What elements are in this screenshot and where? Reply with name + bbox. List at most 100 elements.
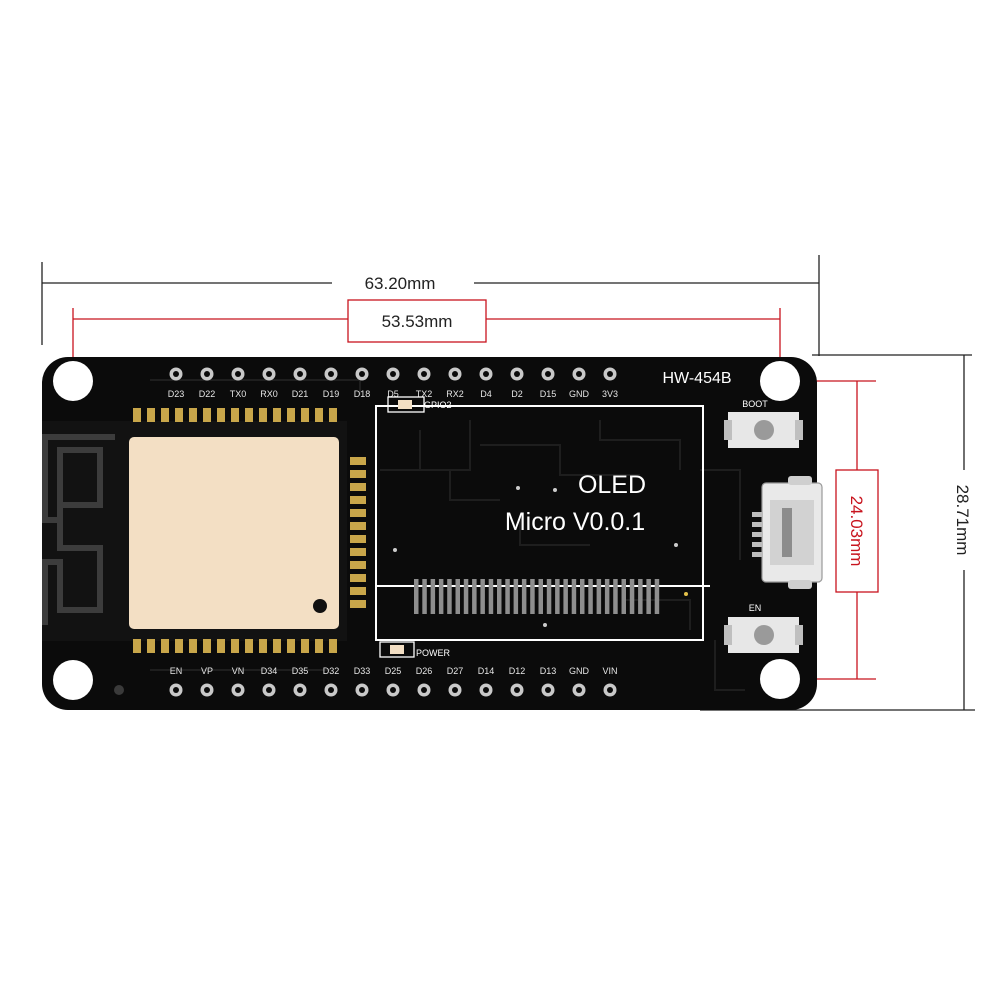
boot-button[interactable]: BOOT [724,399,803,448]
ribbon-pin-26 [629,579,635,614]
ribbon-pin-21 [588,579,593,614]
overall-height-label-bg [950,470,978,570]
hole-spacing-x-label: 53.53mm [382,312,453,331]
ribbon-pin-29 [654,579,660,614]
module-pads-top [133,408,337,422]
ribbon-pin-23 [604,579,610,614]
top-pin-pad-hole-7 [390,371,396,377]
bottom-pin-label-4: D35 [292,666,309,676]
module-pads-right [350,457,366,608]
bottom-pin-label-9: D27 [447,666,464,676]
ribbon-pin-6 [463,579,469,614]
top-pin-pad-hole-13 [576,371,582,377]
bottom-pin-pad-hole-2 [235,687,241,693]
en-button[interactable]: EN [724,603,803,653]
usb-tongue [782,508,792,557]
gpio-led: GPIO2 [387,396,452,413]
ribbon-pin-27 [638,579,643,614]
boot-button-label: BOOT [742,399,768,409]
ribbon-pin-10 [497,579,502,614]
bottom-pin-label-6: D33 [354,666,371,676]
power-led-outline [379,641,415,658]
bottom-pin-pad-hole-4 [297,687,303,693]
gpio-led-label: GPIO2 [424,400,452,410]
oled-dot-4 [674,543,678,547]
micro-usb-port-icon[interactable] [752,476,823,589]
bottom-pin-pad-hole-12 [545,687,551,693]
overall-height-label: 28.71mm [953,485,972,556]
bottom-pin-pad-hole-5 [328,687,334,693]
usb-pins [752,512,762,557]
top-pin-pad-hole-14 [607,371,613,377]
top-pin-label-13: GND [569,389,590,399]
hole-spacing-x-dimension [72,299,781,378]
top-pin-label-10: D4 [480,389,492,399]
mounting-hole-bottom-right [760,659,800,699]
bottom-pin-pad-hole-7 [390,687,396,693]
top-pin-label-6: D18 [354,389,371,399]
hole-spacing-y-label: 24.03mm [847,496,866,567]
en-button-pad-left [724,625,732,645]
top-pin-pad-hole-0 [173,371,179,377]
top-pin-pad-hole-6 [359,371,365,377]
ribbon-pin-4 [447,579,452,614]
bottom-pin-label-10: D14 [478,666,495,676]
bottom-pin-label-1: VP [201,666,213,676]
bottom-pin-pad-hole-0 [173,687,179,693]
usb-tab-top [788,476,812,485]
pcb-traces [150,379,745,691]
top-pin-label-3: RX0 [260,389,278,399]
oled-ribbon-connector [414,579,660,614]
en-button-pad-right [795,625,803,645]
ribbon-pin-8 [480,579,485,614]
module-pads-bottom [133,639,337,653]
bottom-pin-label-8: D26 [416,666,433,676]
bottom-pin-pad-hole-13 [576,687,582,693]
top-pin-label-0: D23 [168,389,185,399]
top-pin-pad-hole-4 [297,371,303,377]
oled-version: Micro V0.0.1 [505,508,645,536]
oled-dot-2 [553,488,557,492]
bottom-pin-label-5: D32 [323,666,340,676]
mounting-hole-bottom-left [53,660,93,700]
top-pin-pad-hole-2 [235,371,241,377]
mounting-hole-top-left [53,361,93,401]
top-pin-label-9: RX2 [446,389,464,399]
top-pin-label-5: D19 [323,389,340,399]
top-pin-label-2: TX0 [230,389,247,399]
top-pin-pad-hole-11 [514,371,520,377]
bottom-pin-label-11: D12 [509,666,526,676]
top-pin-pad-hole-10 [483,371,489,377]
ribbon-pin-3 [438,579,444,614]
bottom-pin-pad-hole-1 [204,687,210,693]
bottom-pin-label-14: VIN [602,666,617,676]
oled-title: OLED [578,471,646,499]
bottom-pin-pad-hole-3 [266,687,272,693]
hole-spacing-x-label-box [347,299,487,343]
top-pin-label-7: D5 [387,389,399,399]
bottom-pin-label-3: D34 [261,666,278,676]
gpio-led-outline [387,396,425,413]
bottom-pin-pad-hole-14 [607,687,613,693]
top-pin-pad-hole-1 [204,371,210,377]
top-pin-label-1: D22 [199,389,216,399]
power-led: POWER [379,641,451,658]
bottom-pin-pad-hole-9 [452,687,458,693]
top-pin-label-8: TX2 [416,389,433,399]
boot-button-cap[interactable] [754,420,774,440]
esp32-module [42,408,366,653]
ribbon-pin-17 [555,579,560,614]
top-pin-pad-hole-9 [452,371,458,377]
fiducial-mark [114,685,124,695]
ribbon-pin-16 [546,579,552,614]
ribbon-pin-9 [488,579,494,614]
en-button-cap[interactable] [754,625,774,645]
ribbon-pin-19 [571,579,577,614]
module-shield [129,437,339,629]
hole-spacing-y-label-box [835,469,879,593]
ribbon-pin-15 [538,579,543,614]
boot-button-pad-left [724,420,732,440]
